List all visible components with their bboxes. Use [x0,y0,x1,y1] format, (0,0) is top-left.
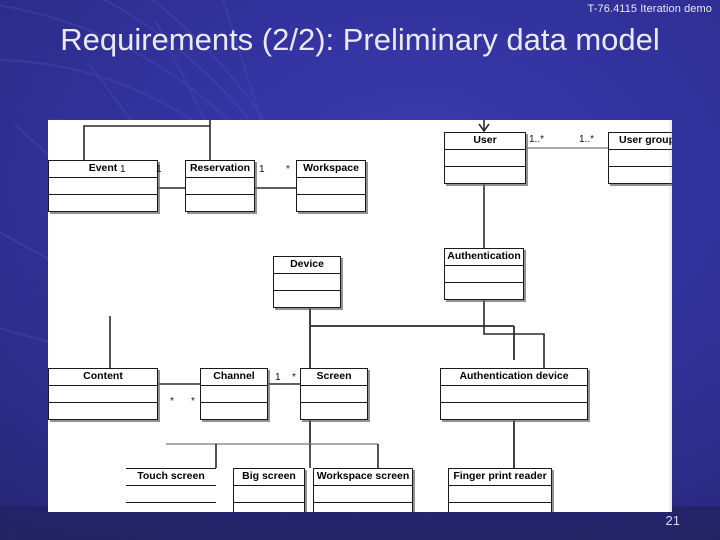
multiplicity-content-channel: * [170,396,174,407]
uml-operations-compartment [274,291,340,307]
uml-attributes-compartment [301,386,367,403]
uml-operations-compartment [126,503,216,512]
uml-class-user-group[interactable]: User group [608,132,672,184]
slide-header-text: T-76.4115 Iteration demo [587,3,712,15]
uml-class-name: User group [609,133,672,150]
multiplicity-channel-content: * [191,396,195,407]
uml-class-name: Big screen [234,469,304,486]
uml-class-authentication-device[interactable]: Authentication device [440,368,588,420]
uml-class-reservation[interactable]: Reservation [185,160,255,212]
uml-operations-compartment [445,283,523,299]
uml-class-name: Workspace screen [314,469,412,486]
uml-operations-compartment [186,195,254,211]
uml-class-screen[interactable]: Screen [300,368,368,420]
uml-attributes-compartment [441,386,587,403]
uml-class-name: Event [49,161,157,178]
uml-class-big-screen[interactable]: Big screen [233,468,305,512]
uml-class-name: Authentication device [441,369,587,386]
uml-class-channel[interactable]: Channel [200,368,268,420]
uml-class-workspace[interactable]: Workspace [296,160,366,212]
uml-operations-compartment [201,403,267,419]
uml-operations-compartment [609,167,672,183]
uml-class-name: Screen [301,369,367,386]
uml-attributes-compartment [201,386,267,403]
multiplicity-channel-screen: 1 [275,372,281,383]
multiplicity-reservation-event: 1 [156,164,162,175]
uml-attributes-compartment [186,178,254,195]
uml-operations-compartment [301,403,367,419]
uml-attributes-compartment [49,386,157,403]
uml-class-name: Workspace [297,161,365,178]
uml-operations-compartment [49,195,157,211]
uml-class-name: Touch screen [126,469,216,486]
multiplicity-usergroup-user: 1..* [579,134,595,145]
uml-class-user[interactable]: User [444,132,526,184]
page-title: Requirements (2/2): Preliminary data mod… [60,22,660,57]
slide-number: 21 [665,513,680,528]
multiplicity-reservation-workspace: 1 [259,164,265,175]
uml-attributes-compartment [609,150,672,167]
uml-class-workspace-screen[interactable]: Workspace screen [313,468,413,512]
uml-class-name: Finger print reader [449,469,551,486]
uml-class-event[interactable]: Event [48,160,158,212]
uml-attributes-compartment [297,178,365,195]
uml-operations-compartment [314,503,412,512]
uml-attributes-compartment [449,486,551,503]
uml-class-name: Device [274,257,340,274]
canvas-right-edge [668,120,672,512]
uml-class-device[interactable]: Device [273,256,341,308]
diagram-canvas[interactable]: Event Reservation Workspace User User gr… [48,120,672,512]
multiplicity-screen-channel: * [292,372,296,383]
uml-attributes-compartment [274,274,340,291]
multiplicity-user-usergroup: 1..* [529,134,545,145]
uml-attributes-compartment [234,486,304,503]
uml-operations-compartment [297,195,365,211]
uml-attributes-compartment [445,150,525,167]
uml-class-name: Channel [201,369,267,386]
uml-attributes-compartment [314,486,412,503]
uml-class-content[interactable]: Content [48,368,158,420]
uml-class-finger-print-reader[interactable]: Finger print reader [448,468,552,512]
uml-class-name: Content [49,369,157,386]
uml-operations-compartment [441,403,587,419]
uml-class-name: User [445,133,525,150]
uml-class-authentication[interactable]: Authentication [444,248,524,300]
uml-attributes-compartment [49,178,157,195]
uml-operations-compartment [234,503,304,512]
uml-operations-compartment [49,403,157,419]
uml-class-name: Authentication [445,249,523,266]
multiplicity-workspace-reservation: * [286,164,290,175]
uml-class-touch-screen[interactable]: Touch screen [126,468,216,512]
uml-attributes-compartment [126,486,216,503]
uml-operations-compartment [449,503,551,512]
multiplicity-event-reservation: 1 [120,164,126,175]
uml-attributes-compartment [445,266,523,283]
uml-operations-compartment [445,167,525,183]
uml-class-name: Reservation [186,161,254,178]
